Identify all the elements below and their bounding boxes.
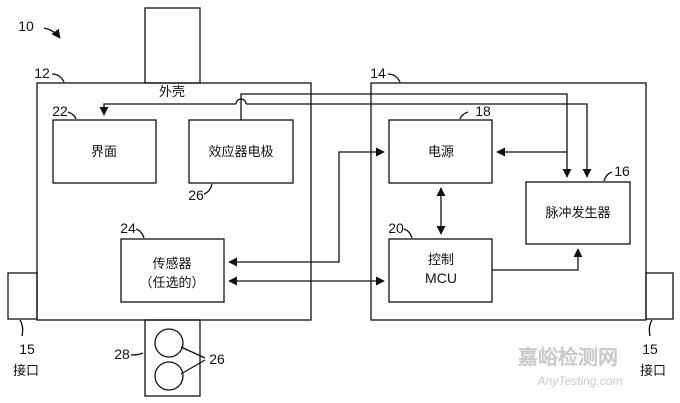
electrode-circle-top [154, 328, 184, 358]
leader-24 [135, 228, 145, 239]
left-port [7, 272, 38, 320]
leader-16 [603, 171, 613, 182]
leader-20 [403, 228, 413, 239]
interface-label: 界面 [91, 145, 117, 160]
port-right-label: 接口 [640, 363, 666, 379]
ref-interface: 22 [52, 103, 68, 119]
ref-electrode: 26 [188, 187, 204, 203]
effector-electrode-label: 效应器电极 [208, 144, 273, 160]
electrode-bus-line [240, 93, 572, 178]
leader-22 [67, 111, 77, 120]
leader-26-b [180, 359, 206, 375]
leader-14 [387, 73, 401, 83]
pulse-generator-label: 脉冲发生器 [545, 205, 610, 221]
housing-label: 外壳 [159, 85, 185, 100]
ref-port-right: 15 [642, 341, 658, 357]
ref-electrode-housing: 28 [114, 346, 130, 362]
ref-sensor: 24 [120, 220, 136, 236]
leader-12 [51, 73, 65, 83]
control-label-line2: MCU [425, 270, 457, 286]
top-stem [144, 7, 201, 84]
leader-26-a [180, 346, 206, 359]
control-label-line1: 控制 [428, 253, 454, 268]
ref-pulse-generator: 16 [614, 163, 630, 179]
sensor-power-line [228, 147, 385, 267]
watermark-en: AnyTesting.com [537, 374, 623, 388]
ref-left-unit: 12 [34, 65, 50, 81]
ref-right-unit: 14 [370, 65, 386, 81]
right-port [645, 272, 674, 320]
leader-10 [43, 27, 61, 39]
leader-18 [459, 111, 469, 120]
control-pulse-line [492, 248, 583, 271]
sensor-label-line2: （任选的） [139, 275, 204, 291]
bus-line-housing [104, 103, 587, 177]
power-label: 电源 [428, 145, 454, 160]
ref-device: 10 [18, 18, 34, 34]
right-unit-box [370, 82, 647, 321]
watermark-cn: 嘉峪检测网 [517, 345, 618, 369]
leader-15-left [19, 319, 24, 337]
leader-15-right [648, 319, 653, 337]
leader-28 [130, 352, 144, 356]
electrode-circle-bottom [154, 361, 184, 391]
port-left-label: 接口 [13, 363, 39, 379]
ref-port-left: 15 [19, 341, 35, 357]
sensor-box [120, 238, 225, 303]
leader-26 [203, 183, 213, 195]
ref-control: 20 [388, 220, 404, 236]
ref-power: 18 [475, 103, 491, 119]
electrode-housing [144, 319, 201, 397]
ref-electrode-bottom: 26 [209, 351, 225, 367]
sensor-label-line1: 传感器 [152, 256, 191, 272]
